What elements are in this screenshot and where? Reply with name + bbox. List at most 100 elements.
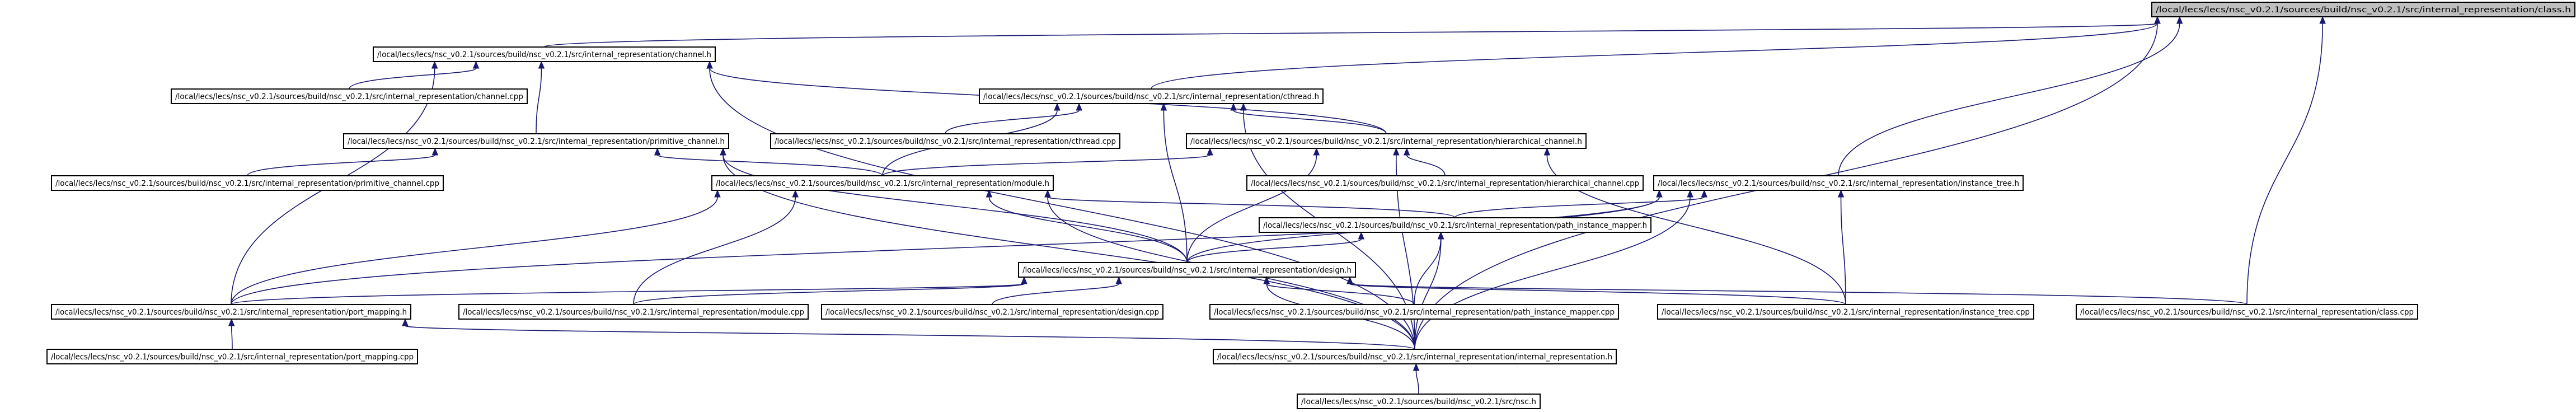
edge-primitive_channel_h-includes-channel_h xyxy=(536,60,545,134)
edge-line xyxy=(656,154,883,176)
edge-arrowhead xyxy=(714,189,721,198)
edge-line xyxy=(1151,23,2158,90)
edge-line xyxy=(543,23,2158,48)
edge-arrowhead xyxy=(1346,276,1353,284)
node-hierarchical-channel-h[interactable]: /local/lecs/lecs/nsc_v0.2.1/sources/buil… xyxy=(1186,133,1587,149)
node-channel-h[interactable]: /local/lecs/lecs/nsc_v0.2.1/sources/buil… xyxy=(373,46,716,62)
edge-hierarchical_channel_cpp-includes-hierarchical_channel_h xyxy=(1404,147,1446,176)
node-box xyxy=(1657,304,2034,320)
node-design-cpp[interactable]: /local/lecs/lecs/nsc_v0.2.1/sources/buil… xyxy=(821,304,1163,320)
edge-module_cpp-includes-module_h xyxy=(633,189,799,305)
node-label: /local/lecs/lecs/nsc_v0.2.1/sources/buil… xyxy=(51,353,414,362)
edge-line xyxy=(1266,283,1415,305)
edge-line xyxy=(1454,196,1705,218)
edge-module_h-includes-primitive_channel_h xyxy=(654,147,883,176)
node-label: /local/lecs/lecs/nsc_v0.2.1/sources/buil… xyxy=(775,137,1116,146)
edge-internal_representation_h-includes-instance_tree_h xyxy=(1414,189,1693,350)
edge-line xyxy=(1838,23,2180,176)
node-label: /local/lecs/lecs/nsc_v0.2.1/sources/buil… xyxy=(983,92,1319,101)
edge-arrowhead xyxy=(538,60,545,69)
node-box xyxy=(979,88,1324,104)
node-box xyxy=(1653,175,2024,191)
edge-arrowhead xyxy=(1044,189,1051,198)
edge-arrowhead xyxy=(1656,189,1663,198)
edge-module_h-includes-hierarchical_channel_h xyxy=(882,147,1213,176)
edge-arrowhead xyxy=(472,60,480,69)
edge-line xyxy=(1840,196,1846,305)
edge-port_mapping_h-includes-instance_tree_h xyxy=(231,189,1663,305)
edge-line xyxy=(231,196,1660,305)
node-primitive-channel-cpp[interactable]: /local/lecs/lecs/nsc_v0.2.1/sources/buil… xyxy=(51,175,444,191)
node-box xyxy=(1018,262,1356,278)
node-box xyxy=(1259,217,1651,233)
edge-class_cpp-includes-design_h xyxy=(1346,276,2247,305)
node-label: /local/lecs/lecs/nsc_v0.2.1/sources/buil… xyxy=(1251,179,1639,188)
node-class-cpp[interactable]: /local/lecs/lecs/nsc_v0.2.1/sources/buil… xyxy=(2076,304,2418,320)
edge-line xyxy=(1414,238,1442,350)
node-cthread-cpp[interactable]: /local/lecs/lecs/nsc_v0.2.1/sources/buil… xyxy=(770,133,1120,149)
edge-cthread_cpp-includes-cthread_h xyxy=(945,102,1082,134)
node-cthread-h[interactable]: /local/lecs/lecs/nsc_v0.2.1/sources/buil… xyxy=(979,88,1324,104)
edge-path_instance_mapper_h-includes-instance_tree_h xyxy=(1454,189,1707,218)
edge-arrowhead xyxy=(1313,147,1320,156)
edge-line xyxy=(633,196,796,305)
node-class-h[interactable]: /local/lecs/lecs/nsc_v0.2.1/sources/buil… xyxy=(2151,2,2575,17)
edge-class_cpp-includes-class_h xyxy=(2246,16,2326,305)
node-label: /local/lecs/lecs/nsc_v0.2.1/sources/buil… xyxy=(377,50,711,59)
edge-line xyxy=(1414,238,1442,305)
node-path-instance-mapper-cpp[interactable]: /local/lecs/lecs/nsc_v0.2.1/sources/buil… xyxy=(1209,304,1619,320)
edge-port_mapping_h-includes-design_h xyxy=(231,276,1027,305)
node-nsc-h[interactable]: /local/lecs/lecs/nsc_v0.2.1/sources/buil… xyxy=(1297,394,1541,409)
edge-arrowhead xyxy=(1115,276,1122,284)
node-label: /local/lecs/lecs/nsc_v0.2.1/sources/buil… xyxy=(1190,137,1582,146)
node-label: /local/lecs/lecs/nsc_v0.2.1/sources/buil… xyxy=(2080,308,2414,317)
edge-line xyxy=(1186,238,1362,263)
node-port-mapping-h[interactable]: /local/lecs/lecs/nsc_v0.2.1/sources/buil… xyxy=(51,304,411,320)
edge-arrowhead xyxy=(1076,102,1082,111)
edge-arrowhead xyxy=(720,147,726,156)
node-design-h[interactable]: /local/lecs/lecs/nsc_v0.2.1/sources/buil… xyxy=(1018,262,1356,278)
node-instance-tree-cpp[interactable]: /local/lecs/lecs/nsc_v0.2.1/sources/buil… xyxy=(1657,304,2034,320)
edge-design_h-includes-hierarchical_channel_h xyxy=(1186,147,1320,263)
edge-module_cpp-includes-design_h xyxy=(633,276,1027,305)
edge-arrowhead xyxy=(1230,102,1237,111)
edge-arrowhead xyxy=(1543,147,1551,156)
edge-arrowhead xyxy=(986,189,993,198)
node-box xyxy=(1213,349,1617,364)
node-label: /local/lecs/lecs/nsc_v0.2.1/sources/buil… xyxy=(2156,6,2571,15)
node-label: /local/lecs/lecs/nsc_v0.2.1/sources/buil… xyxy=(175,92,523,101)
edge-arrowhead xyxy=(402,318,409,326)
edge-arrowhead xyxy=(1837,189,1845,198)
edge-line xyxy=(709,68,1415,350)
node-port-mapping-cpp[interactable]: /local/lecs/lecs/nsc_v0.2.1/sources/buil… xyxy=(46,349,418,364)
node-box xyxy=(1186,133,1587,149)
edge-arrowhead xyxy=(1687,189,1693,198)
node-internal-representation-h[interactable]: /local/lecs/lecs/nsc_v0.2.1/sources/buil… xyxy=(1213,349,1617,364)
edge-path_instance_mapper_h-includes-module_h xyxy=(1044,189,1456,218)
edge-design_h-includes-cthread_h xyxy=(1160,102,1188,263)
edge-arrowhead xyxy=(1358,231,1365,240)
node-hierarchical-channel-cpp[interactable]: /local/lecs/lecs/nsc_v0.2.1/sources/buil… xyxy=(1246,175,1644,191)
edge-primitive_channel_cpp-includes-primitive_channel_h xyxy=(247,147,439,176)
edge-line xyxy=(536,68,542,134)
edge-arrowhead xyxy=(228,318,235,326)
node-label: /local/lecs/lecs/nsc_v0.2.1/sources/buil… xyxy=(463,308,804,317)
edge-line xyxy=(1349,283,2247,305)
node-instance-tree-h[interactable]: /local/lecs/lecs/nsc_v0.2.1/sources/buil… xyxy=(1653,175,2024,191)
edge-arrowhead xyxy=(2154,16,2161,24)
node-module-cpp[interactable]: /local/lecs/lecs/nsc_v0.2.1/sources/buil… xyxy=(458,304,809,320)
node-module-h[interactable]: /local/lecs/lecs/nsc_v0.2.1/sources/buil… xyxy=(711,175,1054,191)
node-box xyxy=(2151,2,2575,17)
node-channel-cpp[interactable]: /local/lecs/lecs/nsc_v0.2.1/sources/buil… xyxy=(171,88,528,104)
edge-arrowhead xyxy=(431,60,438,69)
node-primitive-channel-h[interactable]: /local/lecs/lecs/nsc_v0.2.1/sources/buil… xyxy=(343,133,729,149)
node-path-instance-mapper-h[interactable]: /local/lecs/lecs/nsc_v0.2.1/sources/buil… xyxy=(1259,217,1651,233)
node-label: /local/lecs/lecs/nsc_v0.2.1/sources/buil… xyxy=(55,308,407,317)
edge-line xyxy=(992,283,1119,305)
node-box xyxy=(171,88,528,104)
node-box xyxy=(1246,175,1644,191)
node-box xyxy=(458,304,809,320)
node-label: /local/lecs/lecs/nsc_v0.2.1/sources/buil… xyxy=(1217,353,1612,362)
edge-arrowhead xyxy=(792,189,799,198)
